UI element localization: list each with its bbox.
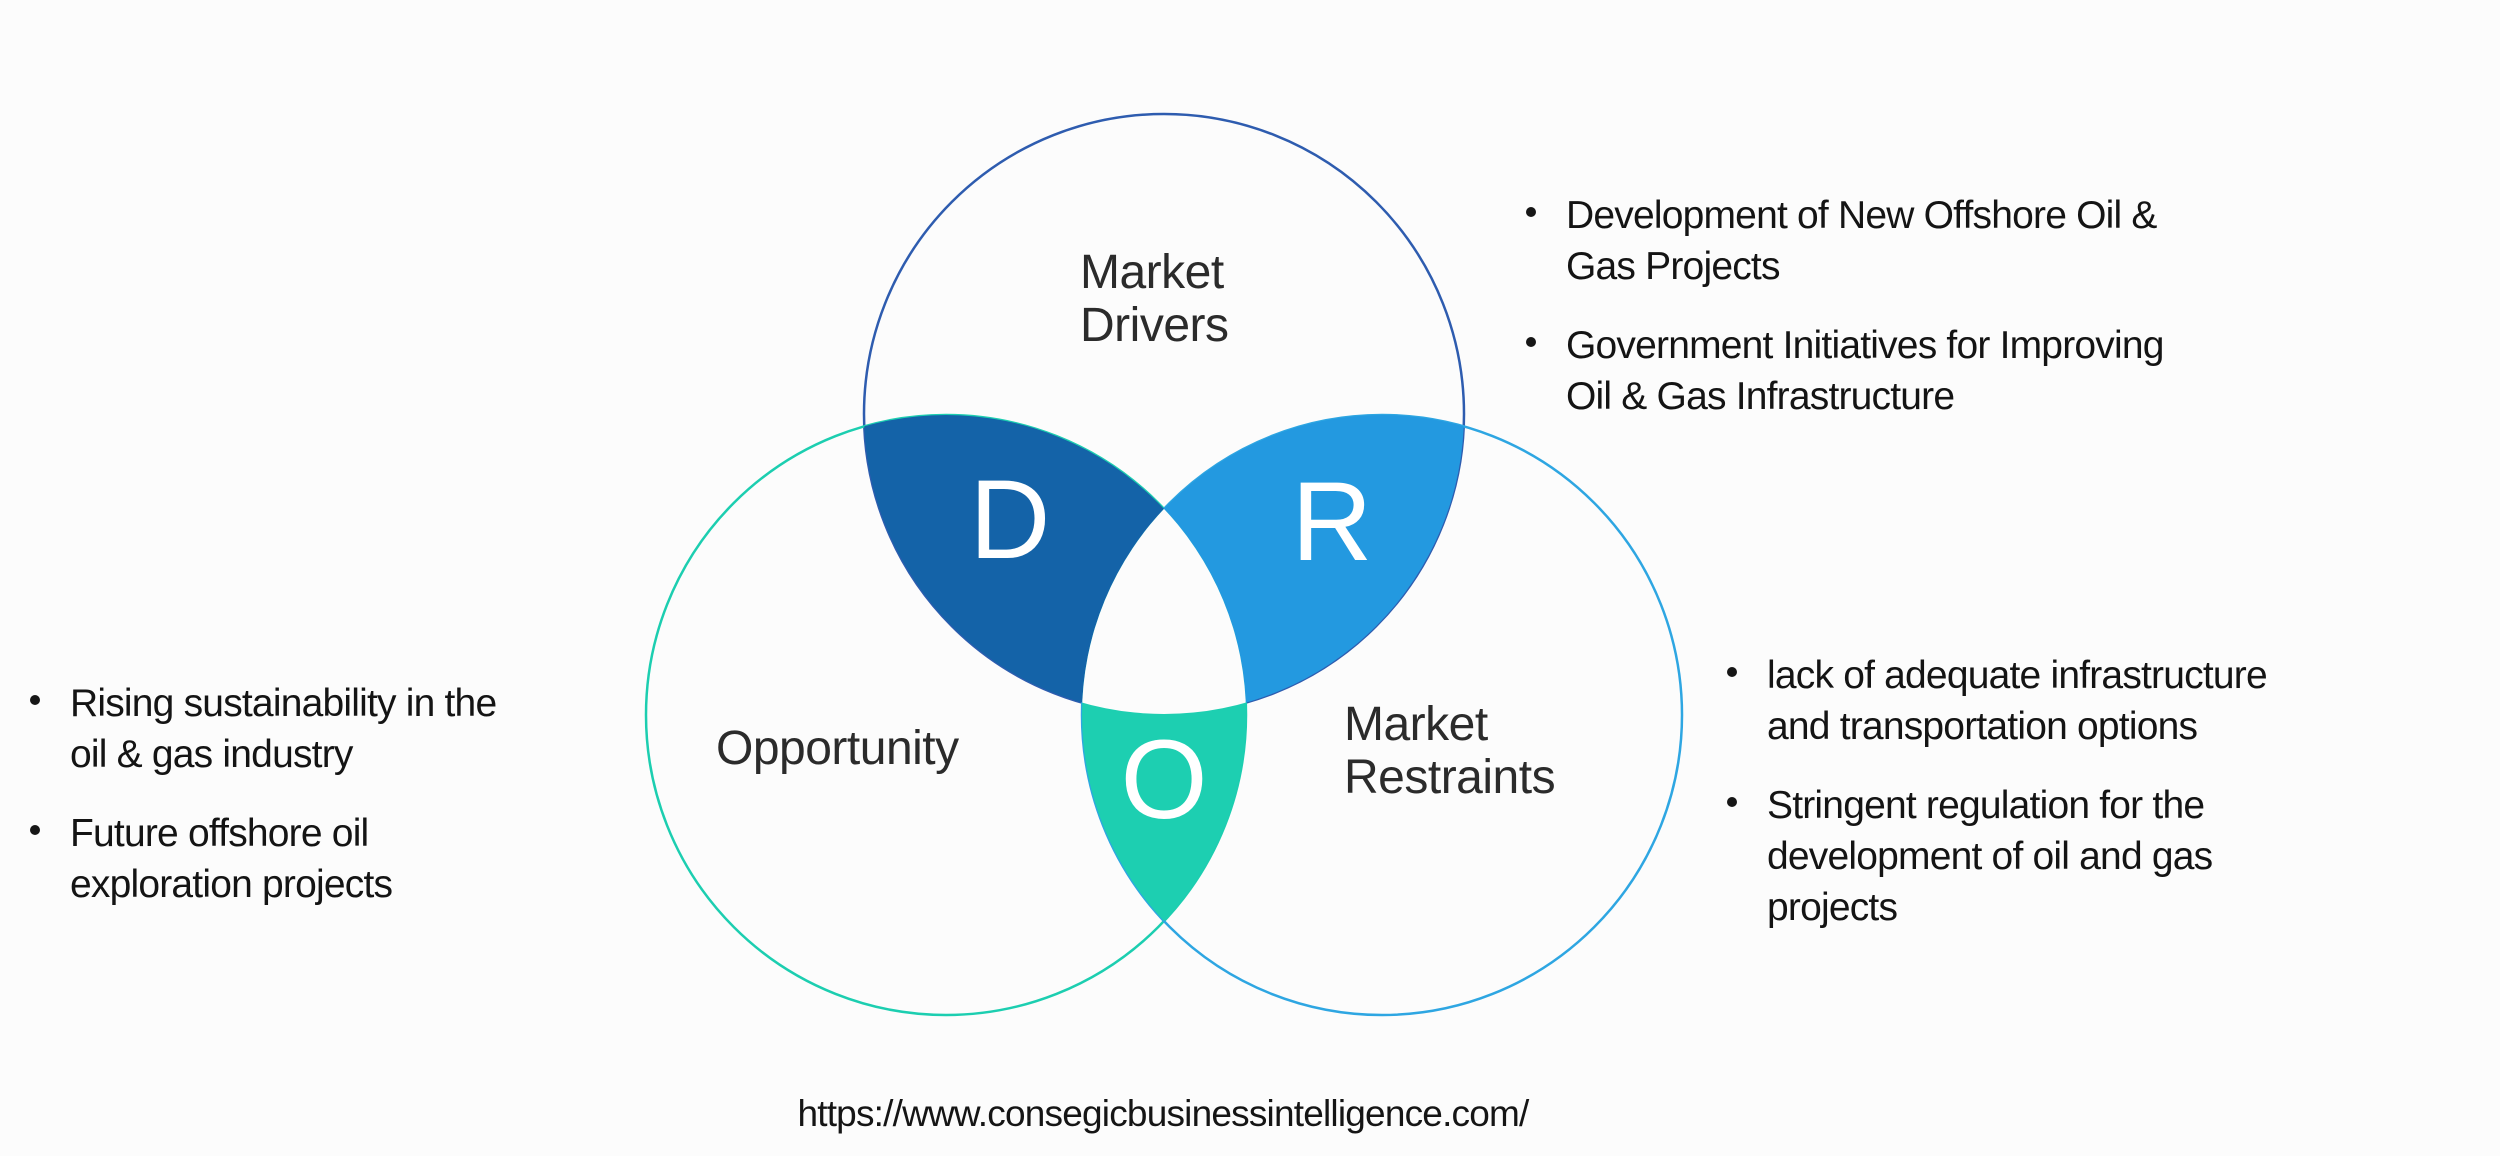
opportunity-label-line1: Opportunity [716, 722, 959, 775]
restraints-bullet-list: lack of adequate infrastructure and tran… [1727, 650, 2272, 933]
list-item: Government Initiatives for Improving Oil… [1526, 320, 2198, 422]
bullet-icon [1727, 667, 1737, 677]
market-drivers-label: Market Drivers [1080, 246, 1229, 352]
list-item: lack of adequate infrastructure and tran… [1727, 650, 2272, 752]
bullet-icon [30, 695, 40, 705]
bullet-text: Government Initiatives for Improving Oil… [1566, 324, 2164, 418]
bullet-text: lack of adequate infrastructure and tran… [1767, 654, 2268, 748]
bullet-icon [1526, 207, 1536, 217]
market-restraints-label-line1: Market [1344, 698, 1488, 751]
bullet-text: Development of New Offshore Oil & Gas Pr… [1566, 194, 2157, 288]
market-restraints-label-line2: Restraints [1344, 751, 1556, 804]
list-item: Stringent regulation for the development… [1727, 780, 2272, 933]
bullet-text: Future offshore oil exploration projects [70, 812, 393, 906]
overlap-letter-o: O [1120, 717, 1208, 842]
bullet-icon [30, 825, 40, 835]
opportunity-bullet-list: Rising sustainability in the oil & gas i… [30, 678, 502, 910]
bullet-icon [1526, 337, 1536, 347]
bullet-icon [1727, 797, 1737, 807]
overlap-drivers-restraints [1082, 415, 1464, 714]
market-drivers-label-line1: Market [1080, 246, 1224, 299]
source-url: https://www.consegicbusinessintelligence… [797, 1093, 1529, 1134]
opportunity-label: Opportunity [716, 722, 959, 775]
overlap-drivers-opportunity [864, 415, 1246, 714]
overlap-letter-r: R [1291, 459, 1373, 584]
drivers-bullet-list: Development of New Offshore Oil & Gas Pr… [1526, 190, 2198, 422]
bullet-text: Rising sustainability in the oil & gas i… [70, 682, 497, 776]
overlap-letter-d: D [969, 457, 1051, 582]
market-restraints-label: Market Restraints [1344, 698, 1556, 804]
market-drivers-label-line2: Drivers [1080, 299, 1229, 352]
list-item: Future offshore oil exploration projects [30, 808, 502, 910]
list-item: Rising sustainability in the oil & gas i… [30, 678, 502, 780]
list-item: Development of New Offshore Oil & Gas Pr… [1526, 190, 2198, 292]
bullet-text: Stringent regulation for the development… [1767, 784, 2213, 929]
